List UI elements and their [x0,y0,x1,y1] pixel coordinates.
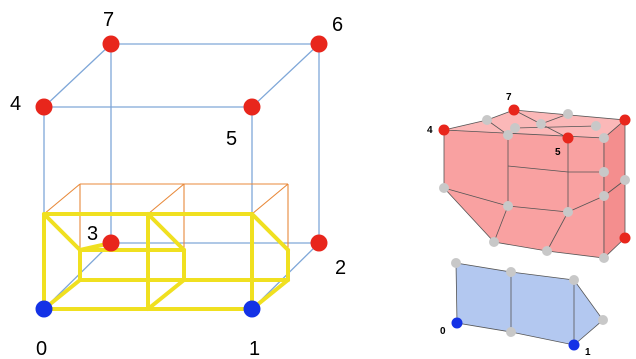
red-block-nodes [438,104,631,263]
blue-block-label-1: 1 [585,347,591,358]
grey-node [599,133,609,143]
cube-edge-4-7 [43,43,112,108]
vertex-1 [243,300,261,318]
red-block-label-7: 7 [506,92,512,103]
grey-node [503,201,513,211]
grey-node [506,267,516,277]
sub-cell-edge [147,183,185,215]
highlight-edge [250,212,290,252]
red-block-grid [546,211,569,252]
vertex-label-0: 0 [36,338,47,359]
grey-node [599,191,609,201]
vertex-label-2: 2 [335,257,346,279]
highlight-edge [146,278,186,311]
grey-node [503,130,513,140]
cube-wireframe [43,43,320,310]
red-block: 4 5 7 [427,92,631,263]
red-node [508,104,520,116]
vertex-5 [243,98,261,116]
grey-node [563,109,573,119]
vertex-0 [35,300,53,318]
vertex-7 [102,35,120,53]
red-block-grid [443,187,509,207]
vertex-label-4: 4 [10,93,21,115]
vertex-label-7: 7 [103,9,114,31]
vertex-6 [310,35,328,53]
highlight-cells [42,212,290,311]
vertex-labels: 0 1 2 3 4 5 6 7 [10,9,346,359]
grey-node [598,315,608,325]
highlight-edge [146,212,186,252]
grey-node [506,327,516,337]
cube-edge-6-5 [251,43,320,108]
vertex-2 [310,234,328,252]
grey-node [599,253,609,263]
red-node [562,132,574,144]
red-block-label-5: 5 [555,147,561,158]
red-block-grid [514,125,597,129]
blue-block: 0 1 [440,258,608,358]
grey-node [542,246,552,256]
vertex-label-6: 6 [332,14,343,36]
red-node [619,114,631,126]
cube-vertices [35,35,328,318]
red-block-label-4: 4 [427,125,433,136]
vertex-4 [35,98,53,116]
grey-node [451,258,461,268]
vertex-3 [102,234,120,252]
grey-node [510,123,520,133]
blue-node [451,317,463,329]
grey-node [620,175,630,185]
red-block-grid [507,165,569,173]
grey-node [536,119,546,129]
grey-node [591,121,601,131]
blue-node [568,339,580,351]
grey-node [569,275,579,285]
red-node [438,124,450,136]
sub-cell-edge [251,183,289,215]
blue-block-nodes [451,258,608,351]
highlight-edge [42,212,82,252]
red-node [619,232,631,244]
vertex-label-3: 3 [87,223,98,245]
vertex-label-1: 1 [249,338,260,359]
red-block-grid [493,205,509,243]
grey-node [439,183,449,193]
red-block-grid [507,205,569,213]
red-block-grid [567,195,605,213]
grey-node [482,115,492,125]
blue-block-label-0: 0 [440,326,446,337]
grey-node [489,237,499,247]
grey-node [599,167,609,177]
blue-block-face [455,262,604,346]
grey-node [563,207,573,217]
vertex-label-5: 5 [226,128,237,150]
sub-cell-edge [43,183,81,215]
red-block-front-face [443,129,605,259]
